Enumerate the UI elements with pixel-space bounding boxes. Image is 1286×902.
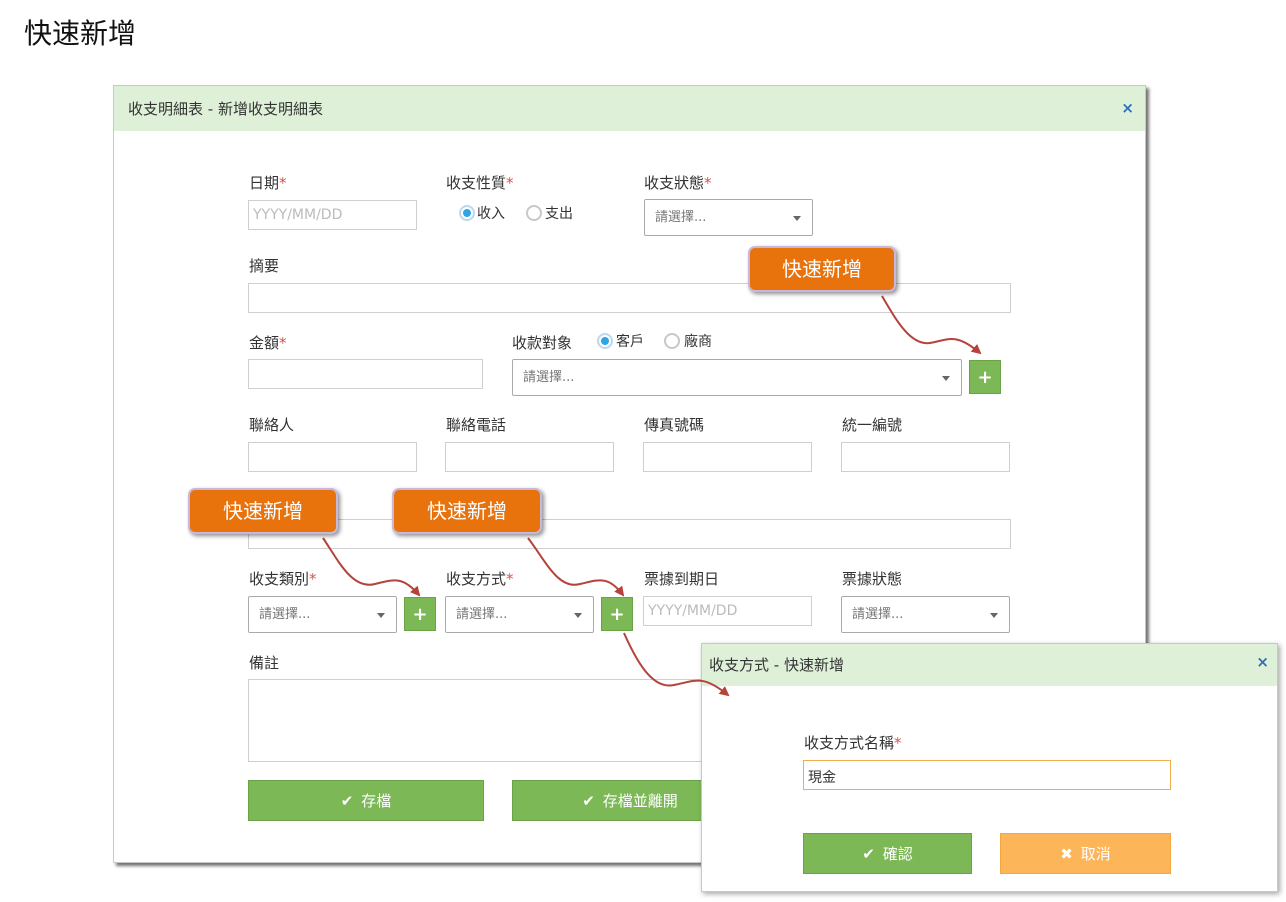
- chevron-down-icon: [793, 216, 801, 221]
- cancel-button[interactable]: ✖取消: [1000, 833, 1171, 874]
- date-input[interactable]: YYYY/MM/DD: [248, 200, 417, 230]
- main-modal: 收支明細表 - 新增收支明細表 × 日期* YYYY/MM/DD 收支性質* 收…: [113, 85, 1146, 863]
- method-select[interactable]: 請選擇...: [445, 596, 594, 633]
- main-modal-header: 收支明細表 - 新增收支明細表 ×: [114, 86, 1145, 131]
- page-title: 快速新增: [24, 17, 137, 50]
- payee-vendor-label: 廠商: [684, 334, 712, 350]
- quick-add-modal-header: 收支方式 - 快速新增 ×: [702, 644, 1277, 686]
- main-modal-title: 收支明細表 - 新增收支明細表: [128, 100, 323, 118]
- fax-label: 傳真號碼: [644, 416, 705, 434]
- arrow-to-category-add: [322, 537, 421, 597]
- payee-add-button[interactable]: +: [969, 360, 1001, 394]
- check-icon: ✔: [340, 792, 354, 810]
- phone-label: 聯絡電話: [446, 416, 507, 434]
- tax-id-input[interactable]: [841, 442, 1010, 472]
- quick-add-modal: 收支方式 - 快速新增 × 收支方式名稱* 現金 ✔確認 ✖取消: [701, 643, 1278, 892]
- method-name-label: 收支方式名稱*: [804, 734, 902, 752]
- nature-income-label: 收入: [477, 206, 505, 222]
- check-icon: ✔: [582, 792, 595, 810]
- chevron-down-icon: [574, 613, 582, 618]
- chevron-down-icon: [942, 376, 950, 381]
- close-icon: ✖: [1060, 845, 1073, 863]
- fax-input[interactable]: [643, 442, 812, 472]
- tax-id-label: 統一編號: [842, 416, 903, 434]
- nature-expense-label: 支出: [545, 206, 573, 222]
- callout-quick-add-category: 快速新增: [188, 488, 338, 534]
- category-label: 收支類別*: [249, 570, 317, 588]
- payee-label: 收款對象: [512, 334, 573, 352]
- note-status-label: 票據狀態: [842, 570, 903, 588]
- method-add-button[interactable]: +: [601, 597, 633, 631]
- quick-add-modal-title: 收支方式 - 快速新增: [709, 656, 844, 674]
- amount-label: 金額*: [249, 334, 287, 352]
- contact-label: 聯絡人: [249, 416, 295, 434]
- category-add-button[interactable]: +: [404, 597, 436, 631]
- chevron-down-icon: [377, 613, 385, 618]
- nature-expense-radio[interactable]: [526, 205, 542, 221]
- callout-quick-add-method: 快速新增: [392, 488, 542, 534]
- payee-customer-label: 客戶: [616, 334, 644, 350]
- status-select[interactable]: 請選擇...: [644, 199, 813, 236]
- save-button[interactable]: ✔存檔: [248, 780, 484, 821]
- date-label: 日期*: [249, 174, 287, 192]
- callout-quick-add-payee: 快速新增: [748, 246, 896, 292]
- contact-input[interactable]: [248, 442, 417, 472]
- payee-select[interactable]: 請選擇...: [512, 359, 962, 396]
- category-select[interactable]: 請選擇...: [248, 596, 397, 633]
- address-input[interactable]: [248, 519, 1011, 549]
- method-label: 收支方式*: [446, 570, 514, 588]
- confirm-button[interactable]: ✔確認: [803, 833, 972, 874]
- chevron-down-icon: [990, 613, 998, 618]
- amount-input[interactable]: [248, 359, 483, 389]
- nature-label: 收支性質*: [446, 174, 514, 192]
- payee-vendor-radio[interactable]: [664, 333, 680, 349]
- arrow-to-quick-add-modal: [623, 632, 730, 697]
- status-label: 收支狀態*: [644, 174, 712, 192]
- main-close-icon[interactable]: ×: [1121, 99, 1134, 117]
- method-name-input[interactable]: 現金: [803, 760, 1171, 790]
- remarks-label: 備註: [249, 654, 280, 672]
- arrow-to-payee-add: [881, 295, 982, 355]
- nature-income-radio[interactable]: [459, 205, 475, 221]
- note-status-select[interactable]: 請選擇...: [841, 596, 1010, 633]
- arrow-to-method-add: [527, 537, 625, 597]
- phone-input[interactable]: [445, 442, 614, 472]
- summary-label: 摘要: [249, 257, 280, 275]
- due-date-label: 票據到期日: [644, 570, 720, 588]
- check-icon: ✔: [862, 845, 875, 863]
- payee-customer-radio[interactable]: [597, 333, 613, 349]
- due-date-input[interactable]: YYYY/MM/DD: [643, 596, 812, 626]
- quick-add-close-icon[interactable]: ×: [1256, 653, 1269, 671]
